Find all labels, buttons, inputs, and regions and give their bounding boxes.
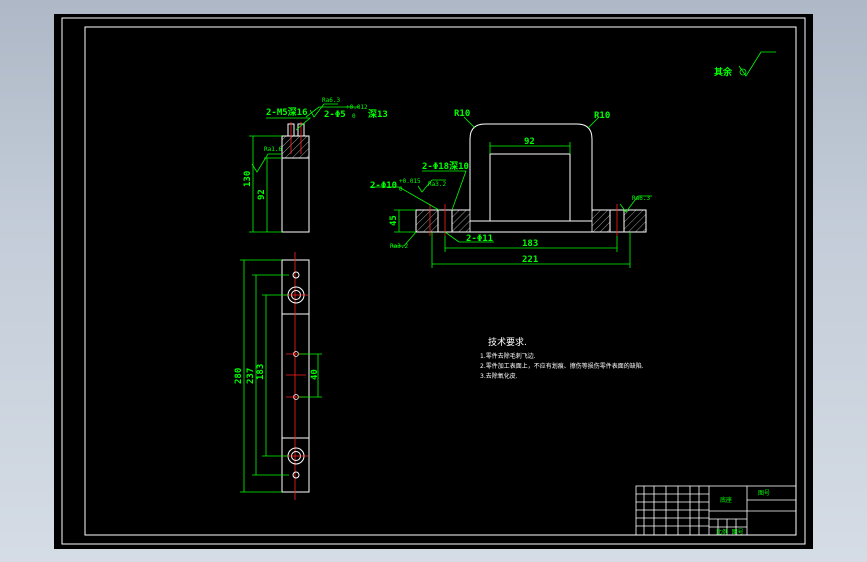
side-view-section-hatch — [281, 135, 310, 159]
side-view-dim-height: 130 — [243, 171, 253, 187]
title-block: 底座 图号 比例 图号 — [635, 485, 797, 536]
notes-line-3: 3.去除氧化皮. — [480, 372, 518, 380]
front-view-dim-inner: 92 — [524, 137, 535, 147]
front-view-hole-note: 2-Φ10 — [370, 181, 397, 191]
front-view-dim-holes: 183 — [522, 239, 538, 249]
front-view-thread-tol-bot: 0 — [352, 113, 356, 120]
plan-hole-bottom-small — [292, 471, 300, 479]
drawing-sheet: 其余 2-M5深16 Ra1.6 130 92 — [54, 14, 813, 549]
front-view-opening — [489, 153, 571, 222]
roughness-symbol-general: 其余 — [714, 51, 776, 78]
front-view-outline — [415, 123, 647, 233]
outer-border — [61, 17, 806, 545]
technical-notes: 技术要求. 1.零件去除毛刺飞边. 2.零件加工表面上，不应有划痕、擦伤等损伤零… — [480, 336, 644, 380]
drawing-canvas: 其余 2-M5深16 Ra1.6 130 92 — [61, 17, 806, 545]
title-block-right-label: 图号 — [758, 490, 770, 497]
side-view: 2-M5深16 Ra1.6 130 92 — [243, 106, 312, 233]
front-view-radius-left: R10 — [454, 109, 470, 119]
front-view-roughness-right: Ra6.3 — [632, 195, 650, 202]
front-view-dim-base: 45 — [389, 215, 399, 226]
front-view-counterbore-note: 2-Φ18深10 — [422, 160, 469, 172]
title-block-center-label: 底座 — [720, 496, 732, 504]
front-view-radius-right: R10 — [594, 111, 610, 121]
plan-view: 280 237 183 40 — [234, 252, 322, 500]
front-view-through-note: 2-Φ11 — [466, 234, 493, 244]
front-view-roughness-top: Ra6.3 — [322, 97, 340, 104]
notes-title: 技术要求. — [488, 336, 527, 348]
side-view-hole-note: 2-M5深16 — [266, 106, 308, 118]
plan-view-dim-overall: 280 — [234, 368, 244, 384]
plan-hole-top-small — [292, 271, 300, 279]
title-block-stamp: 比例 图号 — [716, 528, 744, 536]
front-view-thread-tol-top: +0.012 — [346, 104, 368, 111]
front-view-dim-total: 221 — [522, 255, 538, 265]
side-view-dim-inner: 92 — [257, 189, 267, 200]
front-view-thread-note: 2-Φ5 — [324, 110, 346, 120]
front-view-roughness-bottom: Ra3.2 — [390, 243, 408, 250]
notes-line-1: 1.零件去除毛刺飞边. — [480, 352, 536, 360]
front-view-hole-tol-bot: 0 — [399, 186, 403, 193]
plan-view-body — [281, 259, 310, 493]
side-view-roughness: Ra1.6 — [264, 146, 282, 153]
roughness-label: 其余 — [714, 66, 733, 78]
plan-view-dim-mid: 237 — [246, 368, 256, 384]
inner-border — [84, 26, 797, 536]
notes-line-2: 2.零件加工表面上，不应有划痕、擦伤等损伤零件表面的缺陷. — [480, 362, 644, 370]
front-view-roughness-hole: Ra3.2 — [428, 181, 446, 188]
plan-view-dim-inner: 183 — [256, 364, 266, 380]
plan-view-dim-small: 40 — [310, 369, 320, 380]
front-view-thread-depth: 深13 — [368, 108, 388, 120]
front-view-hole-tol-top: +0.015 — [399, 178, 421, 185]
front-view: R10 R10 2-Φ5 +0.012 0 深13 Ra6.3 92 2-Φ18… — [305, 97, 652, 268]
